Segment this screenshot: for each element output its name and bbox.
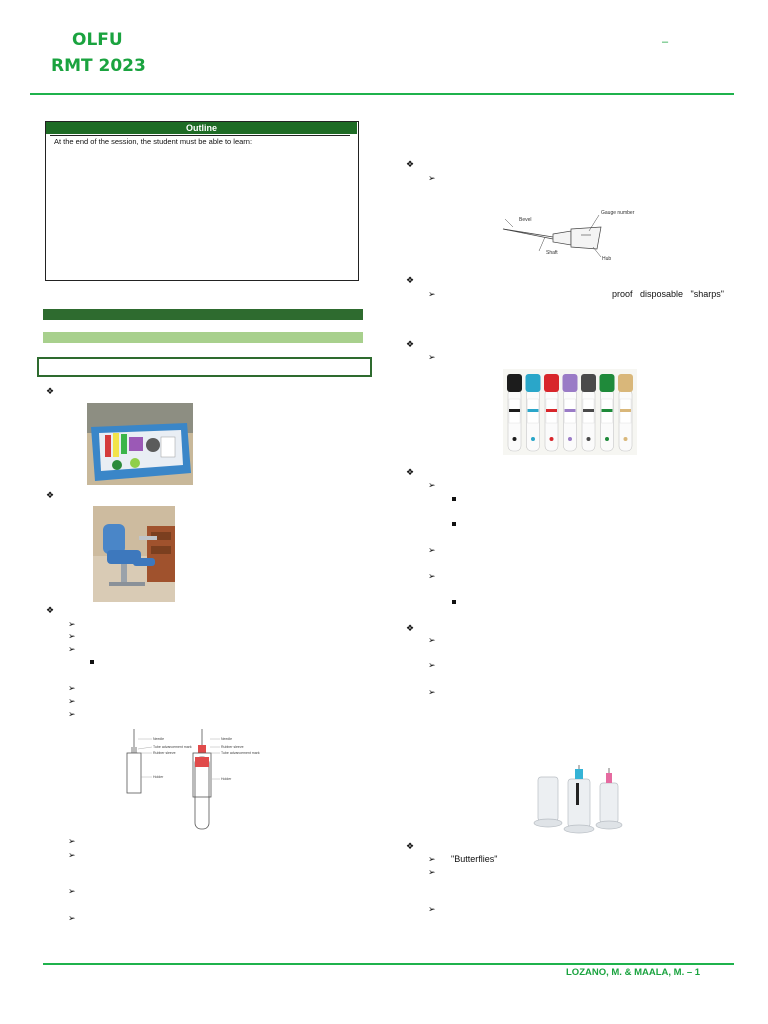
arrow-bullet: ➢ bbox=[68, 709, 76, 719]
blood-tube bbox=[618, 374, 633, 452]
header-dash: – bbox=[662, 36, 669, 48]
section-band-light bbox=[43, 332, 363, 343]
holder-left-label: Rubber sleeve bbox=[153, 751, 176, 755]
blood-tube bbox=[562, 374, 578, 452]
diamond-bullet: ❖ bbox=[406, 339, 415, 349]
arrow-bullet: ➢ bbox=[428, 571, 436, 581]
holder-left-label: Holder bbox=[153, 775, 164, 779]
brand-olfu: OLFU bbox=[72, 30, 123, 50]
arrow-bullet: ➢ bbox=[68, 696, 76, 706]
needle-holder-diagram: Needle Tube advancement mark Rubber slee… bbox=[120, 727, 266, 832]
outline-title: Outline bbox=[46, 122, 357, 134]
phlebotomy-tray-photo bbox=[87, 403, 193, 485]
needle-label: Shaft bbox=[546, 250, 558, 256]
arrow-bullet: ➢ bbox=[68, 850, 76, 860]
blood-tube bbox=[581, 374, 596, 452]
butterflies-text: "Butterflies" bbox=[451, 854, 498, 864]
header-rule bbox=[30, 93, 734, 95]
needle-parts-diagram: Bevel Gauge number Shaft Hub bbox=[489, 205, 643, 265]
arrow-bullet: ➢ bbox=[68, 644, 76, 654]
arrow-bullet: ➢ bbox=[68, 619, 76, 629]
needle-label: Bevel bbox=[519, 217, 532, 223]
arrow-bullet: ➢ bbox=[68, 886, 76, 896]
holder-left-label: Needle bbox=[153, 737, 164, 741]
phlebotomy-chair-photo bbox=[93, 506, 175, 602]
needle-label: Hub bbox=[602, 256, 611, 262]
arrow-bullet: ➢ bbox=[428, 904, 436, 914]
arrow-bullet: ➢ bbox=[428, 660, 436, 670]
diamond-bullet: ❖ bbox=[406, 275, 415, 285]
section-heading-box bbox=[37, 357, 372, 377]
diamond-bullet: ❖ bbox=[46, 490, 55, 500]
holder-right-label: Holder bbox=[221, 777, 232, 781]
diamond-bullet: ❖ bbox=[46, 605, 55, 615]
tube-cap bbox=[544, 374, 559, 392]
diamond-bullet: ❖ bbox=[406, 467, 415, 477]
blood-tube bbox=[507, 374, 522, 452]
arrow-bullet: ➢ bbox=[428, 352, 436, 362]
footer-rule bbox=[43, 963, 734, 965]
blood-tube bbox=[544, 374, 559, 452]
square-bullet bbox=[452, 600, 456, 604]
diamond-bullet: ❖ bbox=[406, 159, 415, 169]
outline-box bbox=[45, 121, 359, 281]
tube-cap bbox=[599, 374, 615, 392]
tube-holders-photo bbox=[532, 765, 630, 835]
tube-cap bbox=[562, 374, 578, 392]
section-band-dark bbox=[43, 309, 363, 320]
arrow-bullet: ➢ bbox=[68, 631, 76, 641]
evacuated-tubes-photo bbox=[503, 369, 637, 455]
diamond-bullet: ❖ bbox=[406, 623, 415, 633]
brand-rmt-2023: RMT 2023 bbox=[51, 56, 146, 76]
diamond-bullet: ❖ bbox=[406, 841, 415, 851]
blood-tube bbox=[525, 374, 541, 452]
tube-cap bbox=[581, 374, 596, 392]
arrow-bullet: ➢ bbox=[428, 173, 436, 183]
square-bullet bbox=[452, 497, 456, 501]
needle-label: Gauge number bbox=[601, 210, 635, 216]
tube-cap bbox=[525, 374, 541, 392]
arrow-bullet: ➢ bbox=[428, 289, 436, 299]
square-bullet bbox=[90, 660, 94, 664]
arrow-bullet: ➢ bbox=[428, 480, 436, 490]
arrow-bullet: ➢ bbox=[68, 913, 76, 923]
holder-right-label: Tube advancement mark bbox=[221, 751, 260, 755]
holder-left-label: Tube advancement mark bbox=[153, 745, 192, 749]
outline-underline bbox=[50, 135, 350, 136]
arrow-bullet: ➢ bbox=[428, 867, 436, 877]
tube-cap bbox=[618, 374, 633, 392]
arrow-bullet: ➢ bbox=[68, 836, 76, 846]
square-bullet bbox=[452, 522, 456, 526]
diamond-bullet: ❖ bbox=[46, 386, 55, 396]
tube-cap bbox=[507, 374, 522, 392]
disposal-text: proof disposable "sharps" bbox=[612, 289, 724, 299]
footer-authors: LOZANO, M. & MAALA, M. – 1 bbox=[566, 967, 701, 978]
arrow-bullet: ➢ bbox=[428, 687, 436, 697]
arrow-bullet: ➢ bbox=[68, 683, 76, 693]
arrow-bullet: ➢ bbox=[428, 635, 436, 645]
holder-right-label: Needle bbox=[221, 737, 232, 741]
holder-right-label: Rubber sleeve bbox=[221, 745, 244, 749]
blood-tube bbox=[599, 374, 615, 452]
arrow-bullet: ➢ bbox=[428, 545, 436, 555]
outline-intro: At the end of the session, the student m… bbox=[54, 137, 253, 146]
arrow-bullet: ➢ bbox=[428, 854, 436, 864]
